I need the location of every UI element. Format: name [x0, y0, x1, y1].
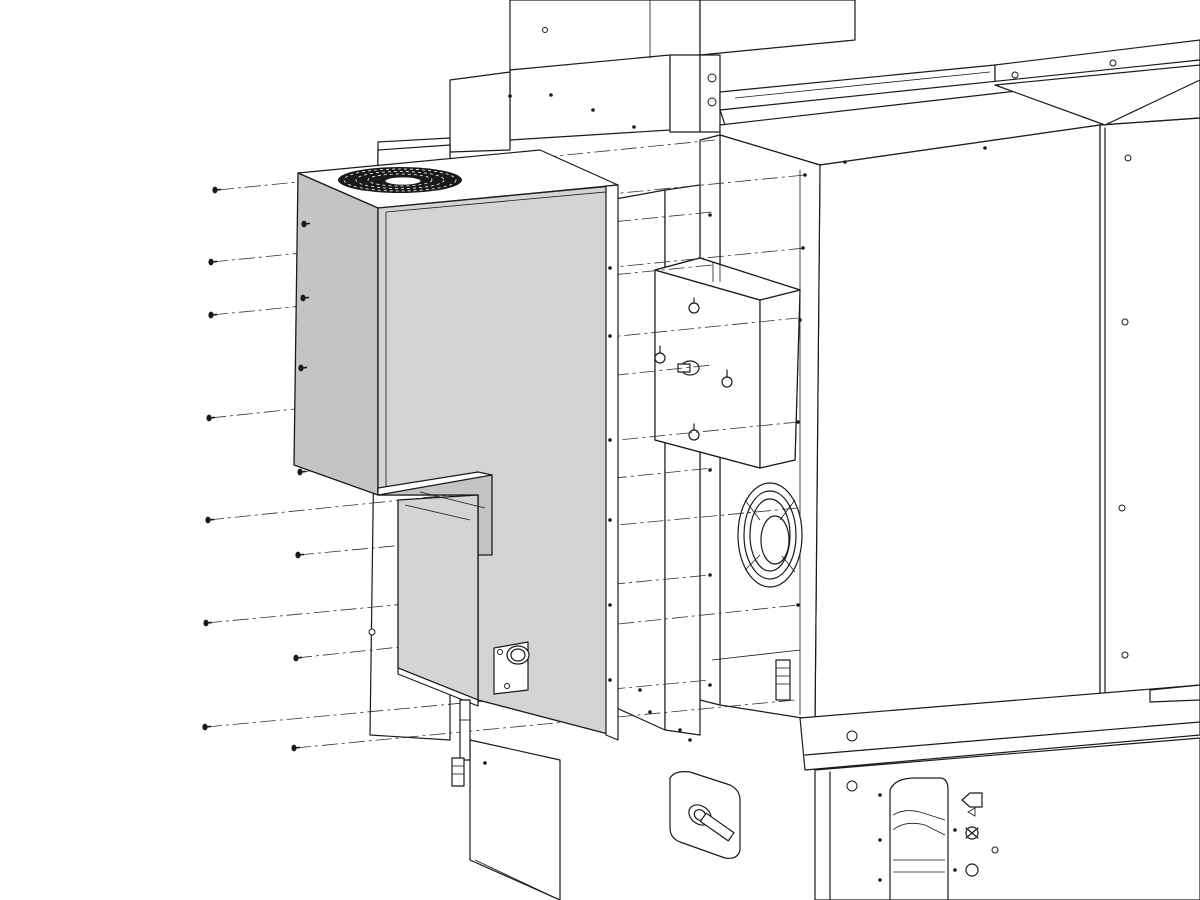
- screw: [291, 744, 301, 752]
- screw: [297, 468, 307, 476]
- screw: [208, 258, 218, 266]
- access-plate: [493, 641, 530, 695]
- screw: [301, 220, 311, 228]
- warning-symbols: [961, 792, 983, 877]
- screw: [295, 551, 305, 559]
- mounting-bracket-box: [654, 257, 801, 469]
- screw: [298, 364, 308, 372]
- mounting-screws: [202, 186, 311, 752]
- stud-bolt: [654, 297, 733, 441]
- screw: [208, 311, 218, 319]
- screw: [300, 294, 310, 302]
- hose-fitting: [451, 699, 471, 787]
- fan-assembly: [737, 482, 803, 588]
- screw: [293, 654, 303, 662]
- screw: [212, 186, 222, 194]
- screw: [203, 619, 213, 627]
- side-cover-panel: [293, 149, 619, 741]
- screw: [202, 723, 212, 731]
- fastener-holes: [368, 27, 1132, 882]
- screw: [205, 516, 215, 524]
- screw: [206, 414, 216, 422]
- drain-fitting: [711, 649, 801, 701]
- fan-grille: [338, 167, 462, 193]
